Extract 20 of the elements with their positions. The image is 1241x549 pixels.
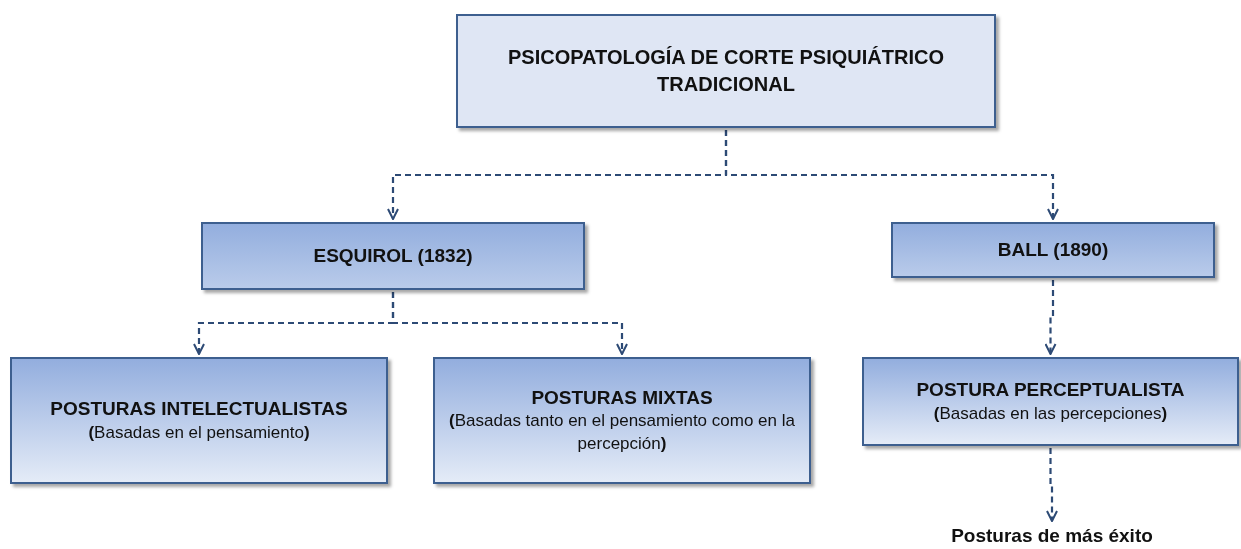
dashed-arrow xyxy=(724,130,1059,220)
process-box xyxy=(201,222,585,290)
dashed-arrow xyxy=(1044,280,1057,355)
box-heading: BALL (1890) xyxy=(996,238,1110,263)
box-description: (Basadas tanto en el pensamiento como en la percepción) xyxy=(448,410,796,456)
dashed-arrow xyxy=(391,292,628,355)
dashed-arrow xyxy=(1046,448,1058,522)
title-box xyxy=(456,14,996,128)
box-description: (Basadas en las percepciones) xyxy=(932,402,1169,425)
box-heading: POSTURAS MIXTAS xyxy=(530,385,714,410)
process-box xyxy=(862,357,1239,446)
box-heading: ESQUIROL (1832) xyxy=(312,244,474,269)
process-box xyxy=(891,222,1215,278)
box-description: (Basadas en el pensamiento) xyxy=(87,421,311,444)
box-heading: PSICOPATOLOGÍA DE CORTE PSIQUIÁTRICO TRADICIONAL xyxy=(507,45,945,97)
note-text: Posturas de más éxito xyxy=(950,524,1154,549)
process-box xyxy=(10,357,388,484)
box-heading: POSTURAS INTELECTUALISTAS xyxy=(49,397,349,422)
process-box xyxy=(433,357,811,484)
box-heading: POSTURA PERCEPTUALISTA xyxy=(915,378,1186,403)
